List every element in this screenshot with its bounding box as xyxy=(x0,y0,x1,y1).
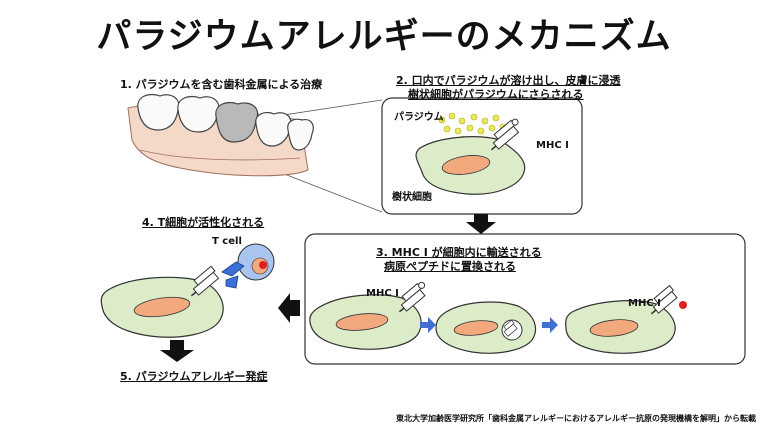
palladium-label: パラジウム xyxy=(394,112,444,123)
mhc-label-left: MHC I xyxy=(366,288,399,299)
tooth-1 xyxy=(137,93,180,131)
step2-label-line2: 樹状細胞がパラジウムにさらされる xyxy=(408,88,584,101)
nucleus-step3-b xyxy=(453,320,499,336)
antigen-dot-step3 xyxy=(679,301,687,309)
mhc-label-top: MHC I xyxy=(536,140,569,151)
step3-label-line2: 病原ペプチドに置換される xyxy=(384,260,516,273)
nucleus-step3-a xyxy=(335,313,389,331)
tooth-5 xyxy=(287,118,314,151)
nucleus-step2 xyxy=(441,155,491,175)
arrow-blue-2 xyxy=(542,317,558,333)
step2-label-line1: 2. 口内でパラジウムが溶け出し、皮膚に浸透 xyxy=(396,74,621,87)
tooth-2 xyxy=(177,95,220,133)
step5-label: 5. パラジウムアレルギー発症 xyxy=(120,370,268,383)
arrow-down-step4-to-5 xyxy=(160,340,194,362)
dendritic-cell-label: 樹状細胞 xyxy=(392,192,432,203)
t-cell-receptor xyxy=(221,261,245,289)
page-title: パラジウムアレルギーのメカニズム xyxy=(96,17,672,57)
mhc-molecule-step3-b xyxy=(503,319,518,337)
mhc-molecule-step4 xyxy=(190,265,220,297)
source-credit: 東北大学加齢医学研究所「歯科金属アレルギーにおけるアレルギー抗原の発現機構を解明… xyxy=(396,414,756,423)
mhc-molecule-step3-a xyxy=(398,281,426,313)
gum-lower-line xyxy=(139,149,301,161)
nucleus-step3-c xyxy=(589,319,639,337)
arrow-down-step2-to-3 xyxy=(466,214,496,234)
t-cell-label: T cell xyxy=(212,236,242,247)
arrow-left-step3-to-4 xyxy=(278,293,300,323)
antigen-dot-step4 xyxy=(259,261,267,269)
mhc-molecule-step2 xyxy=(490,118,520,151)
teeth xyxy=(137,93,314,151)
nucleus-step4 xyxy=(133,296,191,318)
step3-label-line1: 3. MHC I が細胞内に輸送される xyxy=(376,246,542,259)
arrow-blue-1 xyxy=(420,317,436,333)
step1-label: 1. パラジウムを含む歯科金属による治療 xyxy=(120,78,323,91)
mhc-label-right: MHC I xyxy=(628,298,661,309)
mhc-molecule-step3-c xyxy=(650,284,678,315)
step4-label: 4. T細胞が活性化される xyxy=(142,216,265,229)
